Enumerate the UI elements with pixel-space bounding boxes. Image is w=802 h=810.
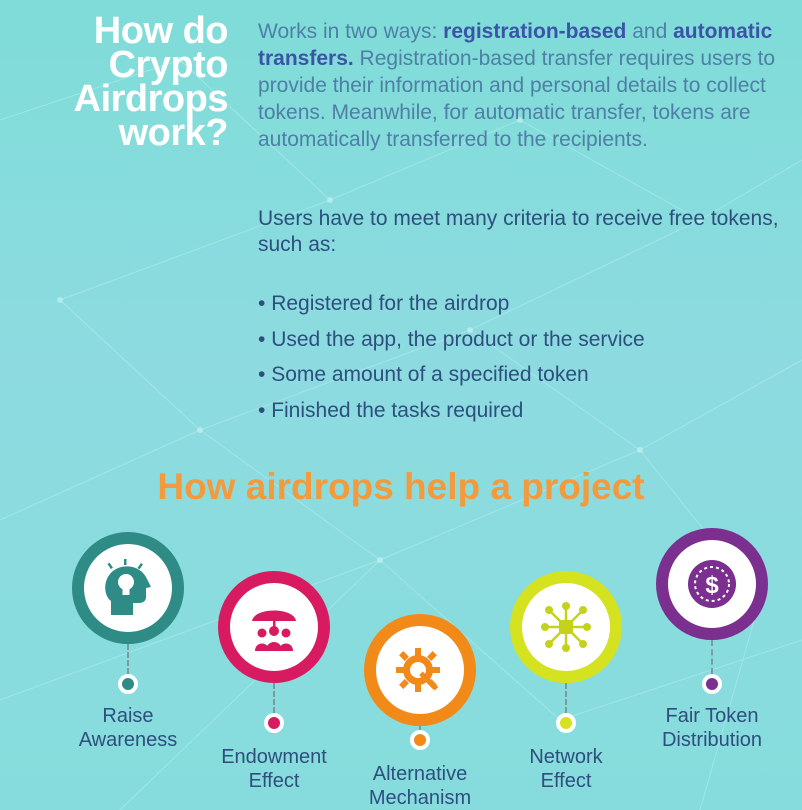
label-line: Distribution: [661, 729, 763, 751]
label-line: Effect: [248, 770, 300, 792]
connector-line: [127, 644, 129, 674]
intro-lead: Works in two ways:: [258, 20, 444, 43]
umbrella-people-icon: [252, 610, 296, 651]
benefit-circle-raise-awareness: [72, 532, 184, 644]
label-line: Awareness: [78, 729, 178, 751]
connector-dot: [702, 674, 722, 694]
label-line: Fair Token: [665, 705, 759, 727]
criteria-list: Registered for the airdrop Used the app,…: [258, 286, 645, 428]
benefit-circle-fair-token-distribution: $: [656, 528, 768, 640]
connector-dot: [118, 674, 138, 694]
intro-paragraph: Works in two ways: registration-based an…: [258, 18, 788, 153]
benefit-label-fair-token-distribution: Fair Token Distribution: [632, 704, 792, 752]
connector-dot: [264, 713, 284, 733]
list-item: Registered for the airdrop: [258, 286, 645, 322]
benefit-label-network-effect: Network Effect: [486, 745, 646, 793]
intro-bold-automatic: automatic transfers.: [258, 20, 773, 70]
connector-dot: [556, 713, 576, 733]
connector-line: [711, 640, 713, 674]
label-line: Raise: [102, 705, 154, 727]
svg-text:$: $: [705, 572, 719, 599]
benefit-circle-endowment-effect: [218, 571, 330, 683]
label-line: Effect: [540, 770, 592, 792]
connector-line: [419, 726, 421, 730]
gear-wrench-icon: [396, 648, 440, 692]
network-nodes-icon: [541, 602, 591, 652]
label-line: Network: [529, 746, 603, 768]
intro-and: and: [626, 20, 674, 43]
title-line: work?: [118, 112, 229, 154]
benefit-label-endowment-effect: Endowment Effect: [194, 745, 354, 793]
benefit-circle-network-effect: [510, 571, 622, 683]
benefit-label-alternative-mechanism: Alternative Mechanism: [340, 762, 500, 810]
connector-dot: [410, 730, 430, 750]
criteria-intro: Users have to meet many criteria to rece…: [258, 207, 779, 256]
label-line: Endowment: [221, 746, 327, 768]
benefit-circle-alternative-mechanism: [364, 614, 476, 726]
intro-rest: Registration-based transfer requires use…: [258, 47, 776, 151]
section-title: How airdrops help a project: [157, 466, 645, 507]
benefit-label-raise-awareness: Raise Awareness: [48, 704, 208, 752]
intro-bold-registration: registration-based: [443, 20, 627, 43]
title-line: How do: [93, 10, 229, 52]
title-line: Crypto: [108, 44, 229, 86]
dollar-coin-icon: $: [688, 560, 736, 608]
page-title: How do Crypto Airdrops work?: [0, 10, 229, 154]
connector-line: [273, 683, 275, 713]
list-item: Used the app, the product or the service: [258, 322, 645, 358]
list-item: Some amount of a specified token: [258, 357, 645, 393]
title-line: Airdrops: [73, 78, 229, 120]
list-item: Finished the tasks required: [258, 393, 645, 429]
connector-line: [565, 683, 567, 713]
lightbulb-head-icon: [105, 559, 151, 615]
label-line: Mechanism: [368, 787, 472, 809]
label-line: Alternative: [372, 763, 468, 785]
